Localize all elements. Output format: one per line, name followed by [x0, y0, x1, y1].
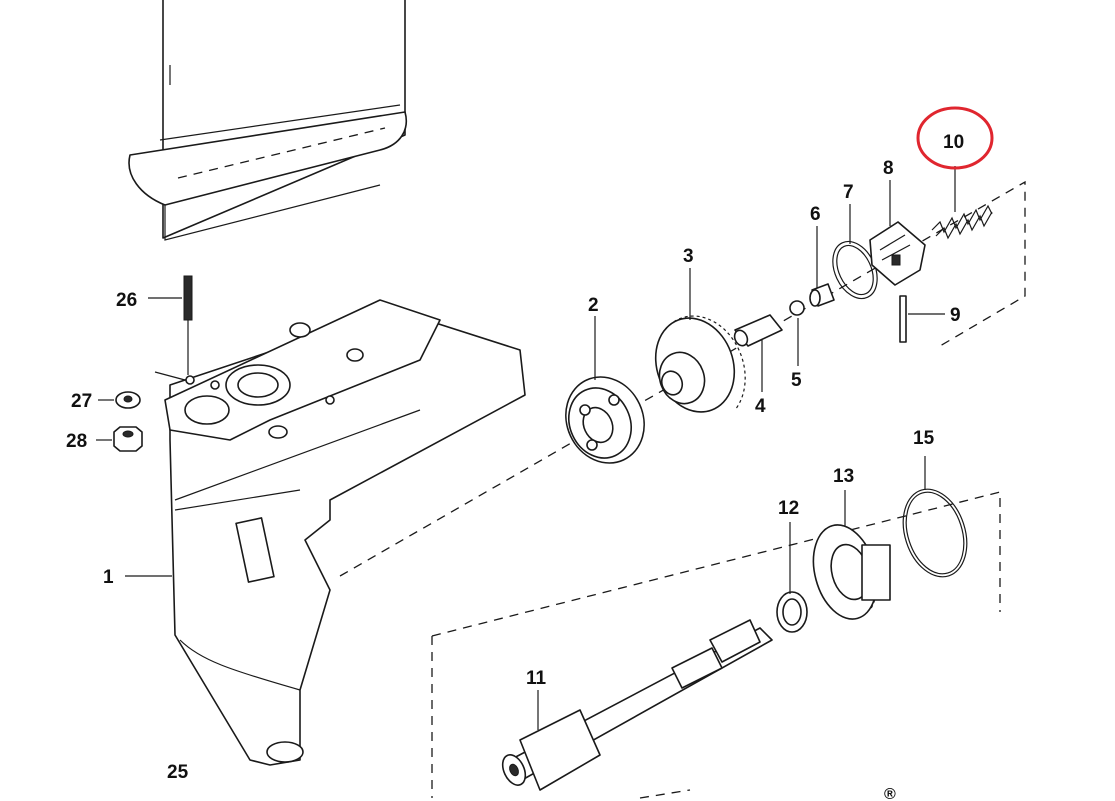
- callout-3: 3: [683, 246, 694, 267]
- gear-3: [654, 315, 746, 413]
- callout-13: 13: [833, 466, 854, 487]
- callout-1: 1: [103, 567, 114, 588]
- nut-28: [113, 426, 143, 452]
- callout-27: 27: [71, 391, 92, 412]
- spring-10: [931, 204, 993, 240]
- pin-9: [899, 295, 907, 343]
- callout-5: 5: [791, 370, 802, 391]
- stud-26: [183, 275, 193, 375]
- pin-4: [733, 314, 783, 347]
- callout-labels: 1 2 3 4 5 6 7 8 9 10 11 12 13 15 25 26 2…: [66, 132, 964, 801]
- clutch-8: [869, 221, 926, 286]
- callout-15: 15: [913, 428, 935, 449]
- callout-8: 8: [883, 158, 894, 179]
- callout-2: 2: [588, 295, 599, 316]
- o-ring-15: [902, 488, 968, 578]
- trademark-symbol: ®: [884, 786, 896, 801]
- bearing-2: [565, 376, 645, 464]
- callout-11: 11: [526, 668, 547, 689]
- washer-27: [115, 391, 141, 409]
- callout-25: 25: [167, 762, 189, 783]
- callout-12: 12: [778, 498, 799, 519]
- callout-9: 9: [950, 305, 961, 326]
- callout-26: 26: [116, 290, 137, 311]
- highlight-circle: [916, 106, 994, 170]
- gear-housing: [154, 299, 526, 766]
- callout-7: 7: [843, 182, 854, 203]
- cam-6: [809, 283, 835, 307]
- dashed-boundary-lower: [431, 491, 1001, 799]
- callout-6: 6: [810, 204, 821, 225]
- ball-5: [789, 300, 805, 316]
- leader-lines: [96, 65, 956, 730]
- callout-10: 10: [943, 132, 964, 153]
- driveshaft-housing: [128, 0, 407, 241]
- callout-28: 28: [66, 431, 87, 452]
- propeller-shaft-11: [501, 619, 773, 791]
- callout-4: 4: [755, 396, 766, 417]
- gear-13: [812, 524, 891, 620]
- washer-12: [776, 591, 808, 633]
